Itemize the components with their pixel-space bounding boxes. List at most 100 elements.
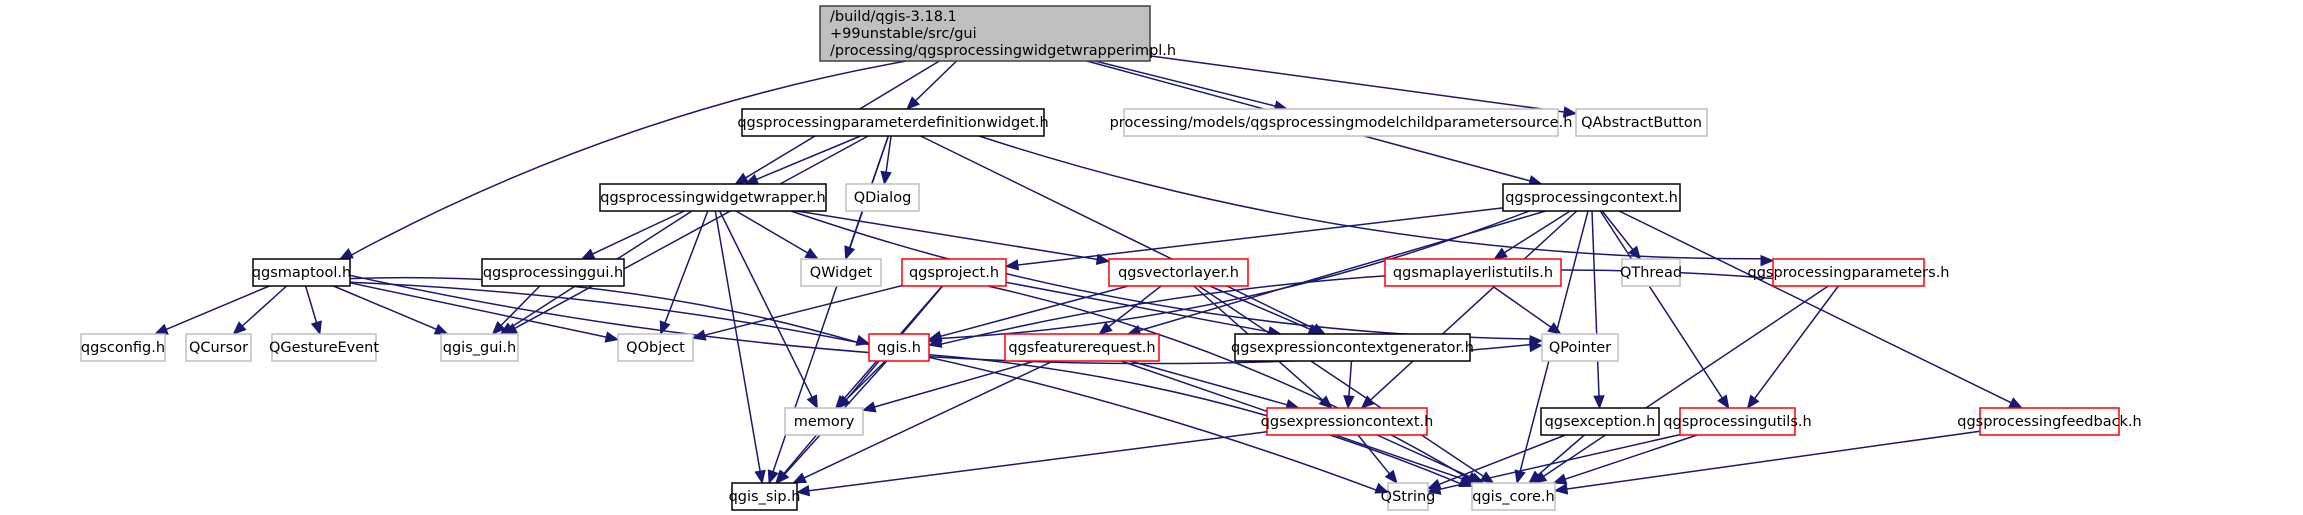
arrowhead-icon <box>2008 397 2024 409</box>
edge-line <box>1618 210 2012 404</box>
node-parameters[interactable]: qgsprocessingparameters.h <box>1747 258 1950 287</box>
edge-root-to-paramdefwidget <box>906 60 958 110</box>
arrowhead-icon <box>795 484 811 497</box>
edge-line <box>1591 210 1600 397</box>
arrowhead-icon <box>1318 395 1333 409</box>
node-vectorlayer[interactable]: qgsvectorlayer.h <box>1108 258 1249 287</box>
node-box <box>1979 407 2120 436</box>
node-maptool[interactable]: qgsmaptool.h <box>252 258 351 287</box>
node-exception[interactable]: qgsexception.h <box>1540 407 1660 436</box>
edge-line <box>349 282 607 338</box>
edge-maptool-to-qcursor <box>232 285 288 335</box>
edge-line <box>1504 210 1571 254</box>
edge-exprcontext-to-qgis_sip <box>795 431 1268 497</box>
node-qobject: QObject <box>617 333 694 362</box>
node-widgetwrapper[interactable]: qgsprocessingwidgetwrapper.h <box>599 183 827 212</box>
node-processinggui[interactable]: qgsprocessinggui.h <box>481 258 625 287</box>
node-label: qgsprocessingfeedback.h <box>1957 414 2142 430</box>
node-box <box>481 258 625 287</box>
edge-feedback-to-qgis_core <box>1553 430 1981 495</box>
node-label: QPointer <box>1549 340 1611 356</box>
node-paramdefwidget[interactable]: qgsprocessingparameterdefinitionwidget.h <box>737 108 1049 137</box>
node-qgis_core: qgis_core.h <box>1471 482 1556 511</box>
edge-line <box>928 354 1461 485</box>
arrowhead-icon <box>1528 470 1543 484</box>
node-project[interactable]: qgsproject.h <box>901 258 1007 287</box>
node-box <box>252 258 351 287</box>
edge-line <box>719 210 813 398</box>
arrowhead-icon <box>1628 245 1642 261</box>
edge-line <box>304 285 318 323</box>
node-label: QObject <box>626 340 685 356</box>
node-feedback[interactable]: qgsprocessingfeedback.h <box>1957 407 2142 436</box>
node-label: qgis_sip.h <box>729 489 801 505</box>
node-label: qgsprocessingwidgetwrapper.h <box>600 190 825 206</box>
node-box <box>1123 108 1559 137</box>
arrowhead-icon <box>1343 395 1355 410</box>
edge-line <box>940 285 1129 338</box>
node-box <box>1108 258 1249 287</box>
edge-processingutils-to-qgis_core <box>1552 434 1698 485</box>
edge-featurerequest-to-qgis_sip <box>792 360 1054 484</box>
node-label: processing/models/qgsprocessingmodelchil… <box>1110 115 1573 131</box>
edge-parameters-to-processingutils <box>1746 285 1840 410</box>
node-label: qgsexpressioncontextgenerator.h <box>1231 340 1474 356</box>
node-qwidget: QWidget <box>800 258 882 287</box>
arrowhead-icon <box>792 472 808 484</box>
edge-context-to-exception <box>1591 210 1605 410</box>
node-processingutils[interactable]: qgsprocessingutils.h <box>1663 407 1812 436</box>
node-label: qgsvectorlayer.h <box>1118 265 1239 281</box>
node-qpointer: QPointer <box>1541 333 1619 362</box>
node-box <box>741 108 1045 137</box>
nodes-layer: /build/qgis-3.18.1+99unstable/src/gui/pr… <box>80 5 2142 511</box>
edge-root-to-maptool <box>338 60 907 260</box>
arrowhead-icon <box>1717 394 1730 410</box>
node-featurerequest[interactable]: qgsfeaturerequest.h <box>1004 333 1160 362</box>
edge-line <box>987 285 1469 480</box>
arrowhead-icon <box>1098 321 1113 335</box>
node-box <box>599 183 827 212</box>
edge-maptool-to-qgestureevent <box>304 285 322 336</box>
edge-maptool-to-qobject <box>349 282 620 343</box>
node-qgis_sip[interactable]: qgis_sip.h <box>729 482 801 511</box>
edge-line <box>664 210 709 324</box>
node-label: qgis_gui.h <box>443 340 516 356</box>
node-label: qgsmaptool.h <box>252 265 351 281</box>
edge-paramdefwidget-to-parameters <box>978 135 1775 267</box>
edge-project-to-qobject <box>691 284 903 341</box>
arrowhead-icon <box>1529 340 1544 353</box>
edge-line <box>1370 210 1578 401</box>
node-maplayerlistutils[interactable]: qgsmaplayerlistutils.h <box>1384 258 1562 287</box>
arrowhead-icon <box>734 172 750 185</box>
arrowhead-icon <box>1426 483 1442 495</box>
node-box <box>1541 333 1619 362</box>
node-qgis[interactable]: qgis.h <box>868 333 930 362</box>
node-label: QString <box>1381 489 1436 505</box>
node-box <box>1679 407 1796 436</box>
node-box <box>1575 108 1708 137</box>
node-root[interactable]: /build/qgis-3.18.1+99unstable/src/gui/pr… <box>819 5 1176 62</box>
node-label: qgsprocessingutils.h <box>1663 414 1811 430</box>
node-label: QAbstractButton <box>1581 115 1702 131</box>
node-label: qgsprocessingcontext.h <box>1505 190 1678 206</box>
node-box <box>868 333 930 362</box>
edge-line <box>1537 434 1585 476</box>
arrowhead-icon <box>1593 395 1605 410</box>
node-qgis_gui: qgis_gui.h <box>440 333 519 362</box>
arrowhead-icon <box>836 395 851 409</box>
edge-line <box>1139 210 1546 332</box>
node-exprcontext[interactable]: qgsexpressioncontext.h <box>1261 407 1434 436</box>
node-context[interactable]: qgsprocessingcontext.h <box>1502 183 1681 212</box>
arrowhead-icon <box>775 469 790 484</box>
edge-context-to-maplayerlistutils <box>1493 210 1571 260</box>
edge-line <box>1438 434 1566 485</box>
node-box <box>271 333 377 362</box>
node-label: qgsmaplayerlistutils.h <box>1393 265 1553 281</box>
node-qgestureevent: QGestureEvent <box>269 333 379 362</box>
node-exprctxgenerator[interactable]: qgsexpressioncontextgenerator.h <box>1231 333 1474 362</box>
node-label: /processing/qgsprocessingwidgetwrapperim… <box>830 43 1176 59</box>
arrowhead-icon <box>1095 253 1111 265</box>
edge-line <box>1357 434 1390 475</box>
edge-line <box>704 284 903 336</box>
